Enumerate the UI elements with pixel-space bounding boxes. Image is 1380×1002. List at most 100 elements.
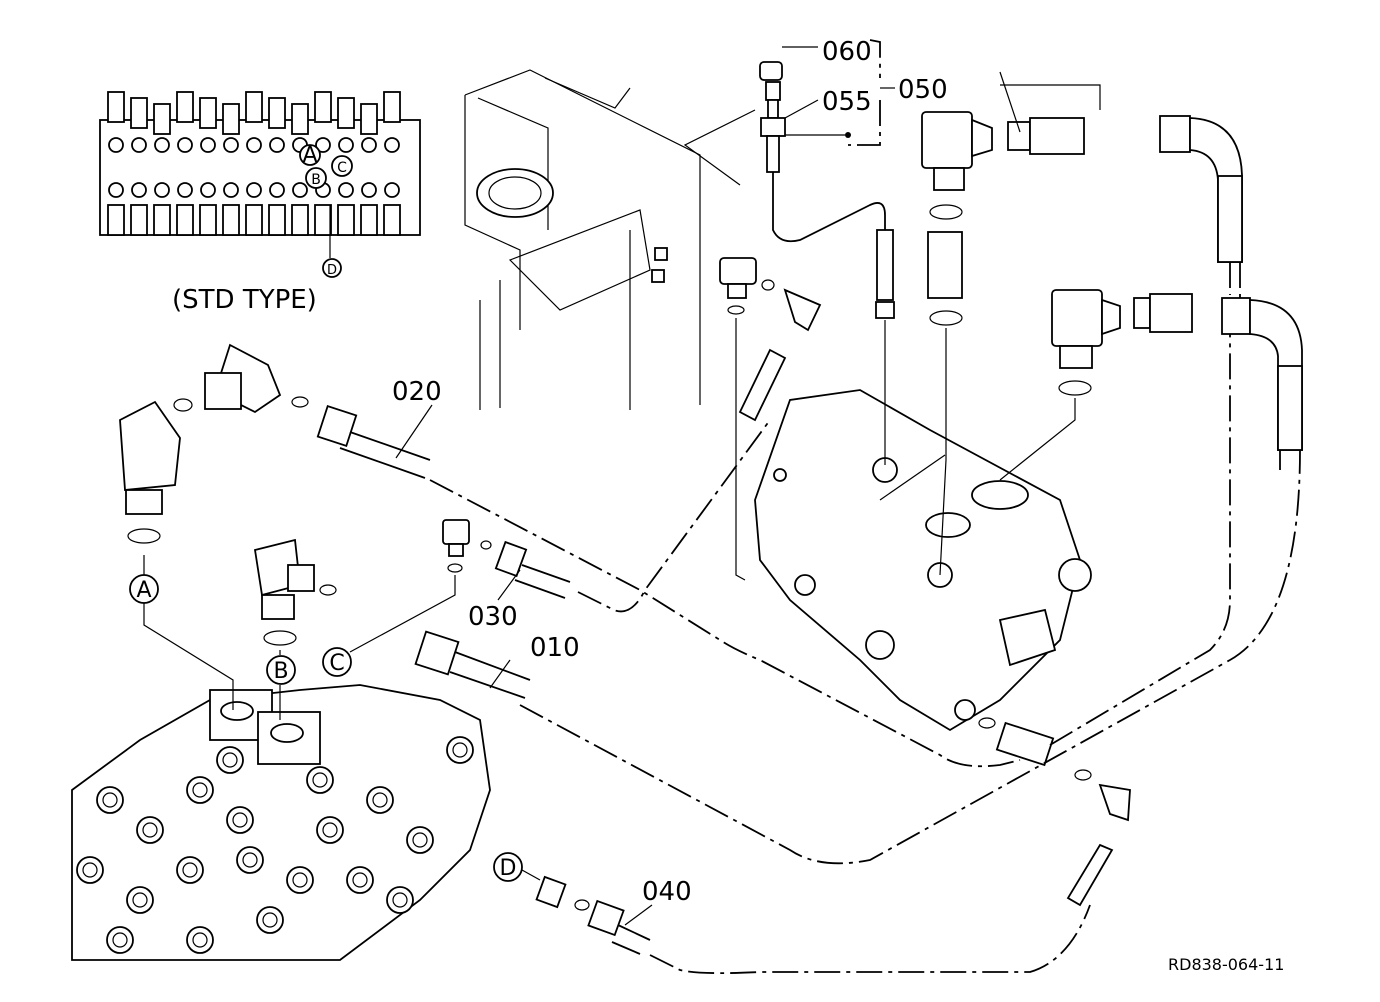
inset-port (361, 182, 377, 198)
label-050: 050 (898, 75, 948, 105)
port-b-label: B (273, 659, 288, 684)
inset-port (384, 182, 400, 198)
valve-port-bore (262, 912, 278, 928)
inset-port (154, 182, 170, 198)
inset-spool-end (268, 204, 286, 236)
valve-port-bore (142, 822, 158, 838)
inset-port (246, 182, 262, 198)
valve-port (106, 926, 134, 954)
valve-port-bore (392, 892, 408, 908)
valve-port (126, 886, 154, 914)
inset-port-c-label: C (337, 160, 347, 176)
valve-port-bore (322, 822, 338, 838)
valve-port-bore (192, 932, 208, 948)
inset-port-d-label: D (327, 263, 337, 278)
inset-spool-end (222, 204, 240, 236)
valve-port (306, 766, 334, 794)
machine-frame (464, 69, 701, 410)
inset-port-b-label: B (311, 172, 321, 188)
hydraulic-pump (754, 389, 1092, 732)
valve-port (446, 736, 474, 764)
inset-port (338, 137, 354, 153)
valve-port (386, 886, 414, 914)
inset-spool-end (130, 204, 148, 236)
inset-spool-cap (360, 103, 378, 135)
port-d-circle (493, 852, 523, 882)
inset-port (246, 137, 262, 153)
valve-port (186, 926, 214, 954)
inset-spool-end (153, 204, 171, 236)
inset-spool-end (314, 204, 332, 236)
inset-port (154, 137, 170, 153)
inset-port (108, 182, 124, 198)
inset-port (223, 137, 239, 153)
inset-port (269, 182, 285, 198)
inset-port (384, 137, 400, 153)
port-d-label: D (500, 856, 517, 881)
inset-spool-end (245, 204, 263, 236)
inset-port (177, 182, 193, 198)
inset-port (315, 137, 331, 153)
inset-spool-end (199, 204, 217, 236)
valve-port (406, 826, 434, 854)
inset-spool-cap (314, 91, 332, 123)
inset-port (223, 182, 239, 198)
inset-port (269, 137, 285, 153)
routing-lines (143, 71, 1301, 975)
port-markers: A B C D (129, 574, 541, 882)
inset-spool-cap (176, 91, 194, 123)
valve-port-bore (182, 862, 198, 878)
inset-port (131, 137, 147, 153)
inset-port (361, 137, 377, 153)
valve-port (286, 866, 314, 894)
inset-spool-cap (199, 97, 217, 129)
label-010: 010 (530, 633, 580, 663)
port-a-label: A (136, 578, 151, 603)
port-c-circle (322, 647, 352, 677)
inset-spool-cap (245, 91, 263, 123)
inset-spool-end (360, 204, 378, 236)
valve-port-bore (292, 872, 308, 888)
valve-port-bore (372, 792, 388, 808)
inset-spool-cap (337, 97, 355, 129)
valve-port-bore (102, 792, 118, 808)
inset-spool-cap (130, 97, 148, 129)
label-020: 020 (392, 377, 442, 407)
inset-spool-cap (383, 91, 401, 123)
inset-port-b-circle (305, 167, 327, 189)
part-labels: 060 055 050 020 030 010 040 (392, 37, 948, 926)
fittings (119, 61, 1303, 955)
inset-spool-cap (107, 91, 125, 123)
valve-port (256, 906, 284, 934)
inset-spool-cap (291, 103, 309, 135)
label-060: 060 (822, 37, 872, 67)
bracket-050 (683, 39, 895, 186)
inset-port (200, 137, 216, 153)
label-055: 055 (822, 87, 872, 117)
inset-spool-end (291, 204, 309, 236)
port-a-circle (129, 574, 159, 604)
valve-port-bore (412, 832, 428, 848)
drawing-reference: RD838-064-11 (1168, 955, 1284, 974)
valve-port-bore (242, 852, 258, 868)
inset-spool-cap (268, 97, 286, 129)
inset-port (200, 182, 216, 198)
inset-spool-cap (222, 103, 240, 135)
valve-port (186, 776, 214, 804)
inset-spool-end (176, 204, 194, 236)
valve-port (236, 846, 264, 874)
control-valve (71, 684, 491, 961)
label-030: 030 (468, 602, 518, 632)
label-040: 040 (642, 877, 692, 907)
valve-port (366, 786, 394, 814)
valve-port-bore (132, 892, 148, 908)
valve-port-bore (222, 752, 238, 768)
valve-port (316, 816, 344, 844)
port-c-label: C (329, 651, 344, 676)
valve-port (136, 816, 164, 844)
valve-port-bore (312, 772, 328, 788)
inset-port (108, 137, 124, 153)
inset-port (177, 137, 193, 153)
valve-port (96, 786, 124, 814)
